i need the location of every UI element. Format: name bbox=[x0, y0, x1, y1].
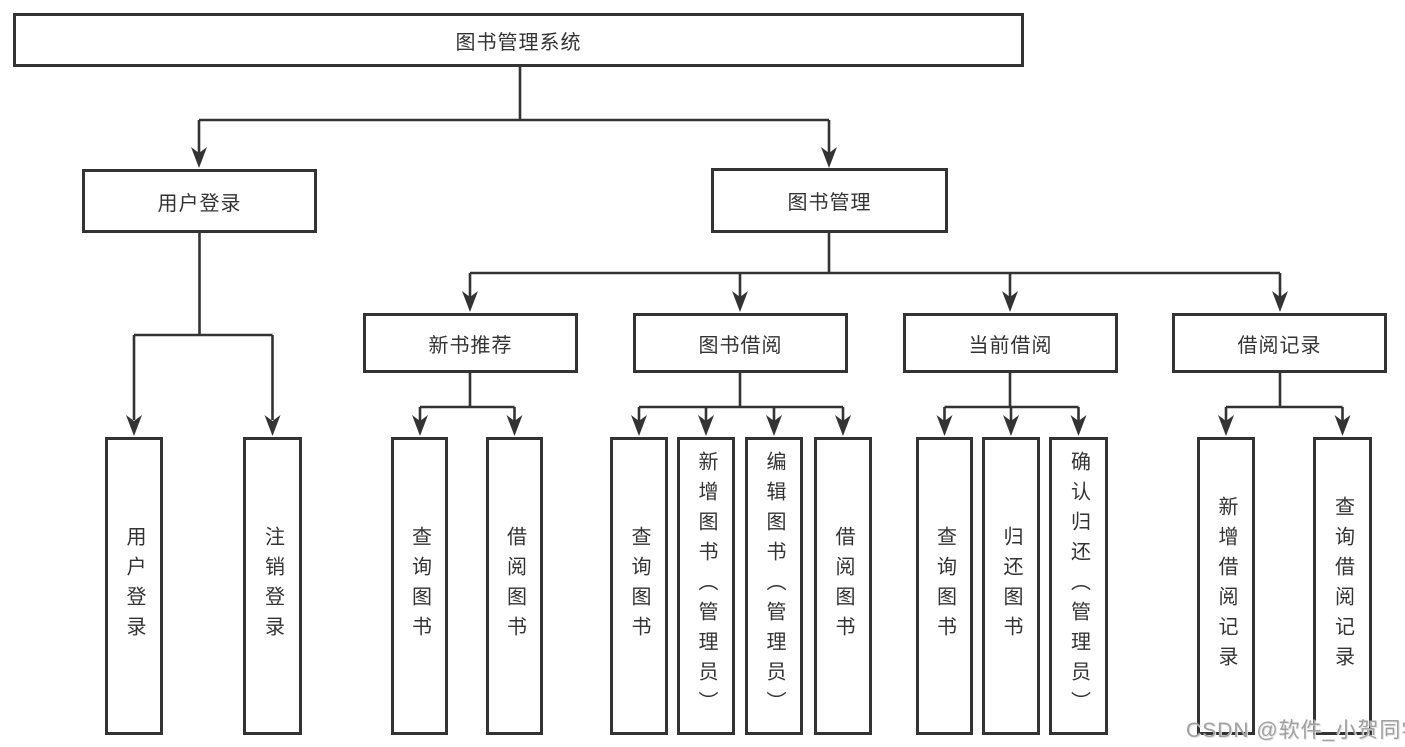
connector-bookmgmt-to-level3 bbox=[468, 233, 1282, 297]
leaf-borrow-books-recommend-label: 借阅图书 bbox=[503, 526, 526, 646]
leaf-confirm-return-admin-label: 确认归还（管理员） bbox=[1067, 451, 1090, 721]
leaf-add-books-admin-label: 新增图书（管理员） bbox=[695, 451, 717, 721]
leaf-user-login: 用户登录 bbox=[105, 437, 163, 735]
csdn-watermark: CSDN @软件_小贺同学 bbox=[1186, 719, 1405, 742]
connector-borrow-to-leaves bbox=[637, 373, 845, 421]
leaf-add-books-admin: 新增图书（管理员） bbox=[677, 437, 735, 735]
leaf-edit-books-admin: 编辑图书（管理员） bbox=[745, 437, 803, 735]
leaf-query-books-borrow: 查询图书 bbox=[610, 437, 668, 735]
leaf-logout: 注销登录 bbox=[243, 437, 302, 735]
leaf-query-books-recommend: 查询图书 bbox=[391, 437, 448, 735]
node-user-login: 用户登录 bbox=[82, 169, 317, 233]
node-library-management-system: 图书管理系统 bbox=[13, 13, 1024, 67]
leaf-borrow-books-recommend: 借阅图书 bbox=[486, 437, 543, 735]
leaf-edit-books-admin-label: 编辑图书（管理员） bbox=[763, 451, 785, 721]
leaf-return-books: 归还图书 bbox=[982, 437, 1040, 735]
connector-newbook-to-leaves bbox=[418, 373, 516, 421]
leaf-add-borrow-record-label: 新增借阅记录 bbox=[1215, 496, 1237, 676]
arrowheads bbox=[126, 147, 1351, 436]
leaf-borrow-books: 借阅图书 bbox=[814, 437, 872, 735]
node-borrow-records: 借阅记录 bbox=[1172, 313, 1387, 373]
leaf-logout-label: 注销登录 bbox=[261, 526, 284, 646]
node-book-borrow: 图书借阅 bbox=[633, 313, 848, 373]
leaf-query-books-current: 查询图书 bbox=[916, 437, 973, 735]
leaf-query-books-current-label: 查询图书 bbox=[933, 526, 956, 646]
leaf-return-books-label: 归还图书 bbox=[1000, 526, 1022, 646]
leaf-user-login-label: 用户登录 bbox=[123, 526, 145, 646]
connector-records-to-leaves bbox=[1224, 373, 1344, 421]
leaf-borrow-books-label: 借阅图书 bbox=[832, 526, 854, 646]
node-new-book-recommend: 新书推荐 bbox=[363, 313, 578, 373]
node-current-borrow: 当前借阅 bbox=[903, 313, 1118, 373]
leaf-confirm-return-admin: 确认归还（管理员） bbox=[1049, 437, 1108, 735]
node-book-management: 图书管理 bbox=[711, 168, 948, 233]
connector-root-to-level2 bbox=[197, 67, 831, 154]
connector-userlogin-to-leaves bbox=[132, 233, 274, 420]
leaf-query-books-recommend-label: 查询图书 bbox=[408, 526, 431, 646]
leaf-query-books-borrow-label: 查询图书 bbox=[628, 526, 650, 646]
connector-current-to-leaves bbox=[943, 373, 1080, 421]
leaf-query-borrow-record-label: 查询借阅记录 bbox=[1331, 496, 1354, 676]
leaf-query-borrow-record: 查询借阅记录 bbox=[1313, 437, 1372, 735]
leaf-add-borrow-record: 新增借阅记录 bbox=[1197, 437, 1255, 735]
